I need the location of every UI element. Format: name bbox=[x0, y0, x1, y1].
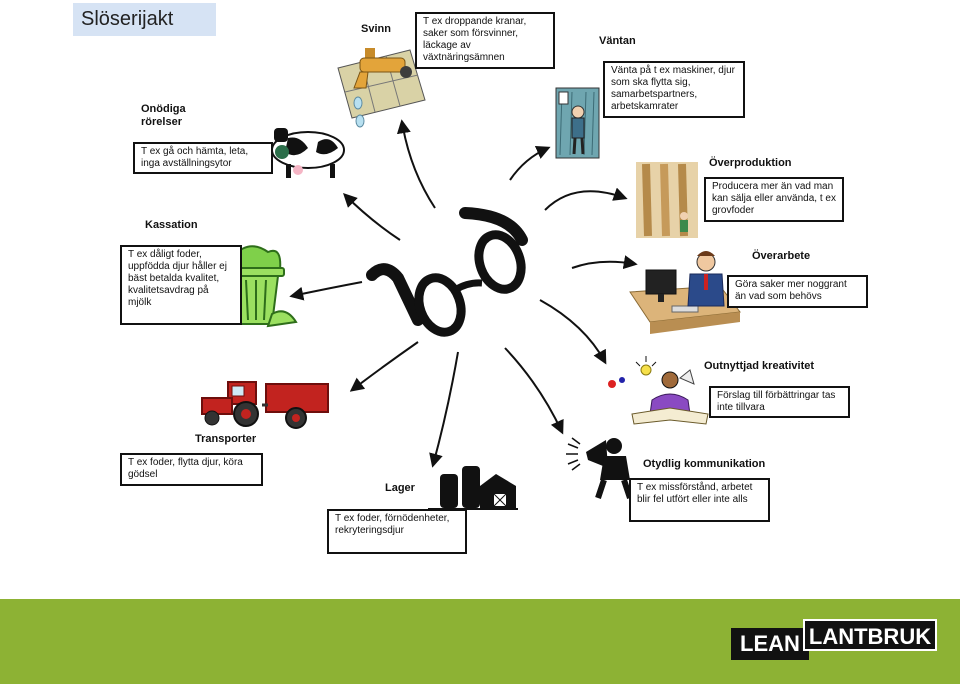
title-box: Slöserijakt bbox=[73, 3, 216, 36]
label-kassation: Kassation bbox=[145, 219, 198, 231]
arrow-outnyttjad bbox=[539, 299, 607, 365]
arrow-kassation bbox=[289, 281, 363, 301]
arrows bbox=[289, 119, 638, 468]
label-vantan: Väntan bbox=[599, 35, 636, 47]
box-onodiga-rorelser: T ex gå och hämta, leta, inga avställnin… bbox=[133, 142, 273, 174]
trash-can-icon bbox=[227, 245, 298, 328]
arrow-lager bbox=[429, 351, 459, 468]
box-transporter: T ex foder, flytta djur, köra gödsel bbox=[120, 453, 263, 486]
arrow-transporter bbox=[349, 341, 419, 392]
label-outnyttjad-kreativitet: Outnyttjad kreativitet bbox=[704, 360, 815, 372]
arrow-otydlig bbox=[504, 347, 564, 435]
label-overarbete: Överarbete bbox=[752, 250, 811, 262]
box-kassation: T ex dåligt foder, uppfödda djur håller … bbox=[120, 245, 242, 325]
diagram-canvas bbox=[201, 48, 741, 510]
arrow-onodiga bbox=[343, 193, 401, 241]
label-svinn: Svinn bbox=[361, 23, 391, 35]
box-lager: T ex foder, förnödenheter, rekryteringsd… bbox=[327, 509, 467, 554]
logo-lantbruk: LANTBRUK bbox=[803, 619, 937, 651]
lean-lantbruk-logo: LEAN LANTBRUK bbox=[731, 619, 937, 660]
box-otydlig-kommunikation: T ex missförstånd, arbetet blir fel utfö… bbox=[629, 478, 770, 522]
box-overproduktion: Producera mer än vad man kan sälja eller… bbox=[704, 177, 844, 222]
office-worker-icon bbox=[629, 251, 741, 334]
logo-lean: LEAN bbox=[731, 628, 809, 660]
label-transporter: Transporter bbox=[195, 433, 257, 445]
cow-icon bbox=[271, 128, 345, 178]
silo-icon bbox=[636, 162, 698, 238]
box-vantan: Vänta på t ex maskiner, djur som ska fly… bbox=[603, 61, 745, 118]
tractor-icon bbox=[201, 381, 329, 429]
arrow-svinn bbox=[396, 119, 436, 209]
label-overproduktion: Överproduktion bbox=[709, 157, 792, 169]
label-otydlig-kommunikation: Otydlig kommunikation bbox=[643, 458, 766, 470]
waiting-person-icon bbox=[555, 87, 600, 159]
megaphone-person-icon bbox=[566, 437, 633, 499]
barn-icon bbox=[428, 466, 518, 510]
arrow-vantan bbox=[509, 146, 551, 181]
glasses-icon bbox=[366, 207, 528, 337]
arrow-overproduktion bbox=[544, 187, 628, 211]
label-onodiga-rorelser: Onödiga rörelser bbox=[141, 103, 186, 128]
box-overarbete: Göra saker mer noggrant än vad som behöv… bbox=[727, 275, 868, 308]
creative-person-icon bbox=[608, 356, 709, 425]
page-title: Slöserijakt bbox=[81, 8, 174, 30]
label-lager: Lager bbox=[385, 482, 415, 494]
box-outnyttjad-kreativitet: Förslag till förbättringar tas inte till… bbox=[709, 386, 850, 418]
box-svinn: T ex droppande kranar, saker som försvin… bbox=[415, 12, 555, 69]
faucet-icon bbox=[337, 48, 426, 128]
arrow-overarbete bbox=[571, 255, 638, 270]
